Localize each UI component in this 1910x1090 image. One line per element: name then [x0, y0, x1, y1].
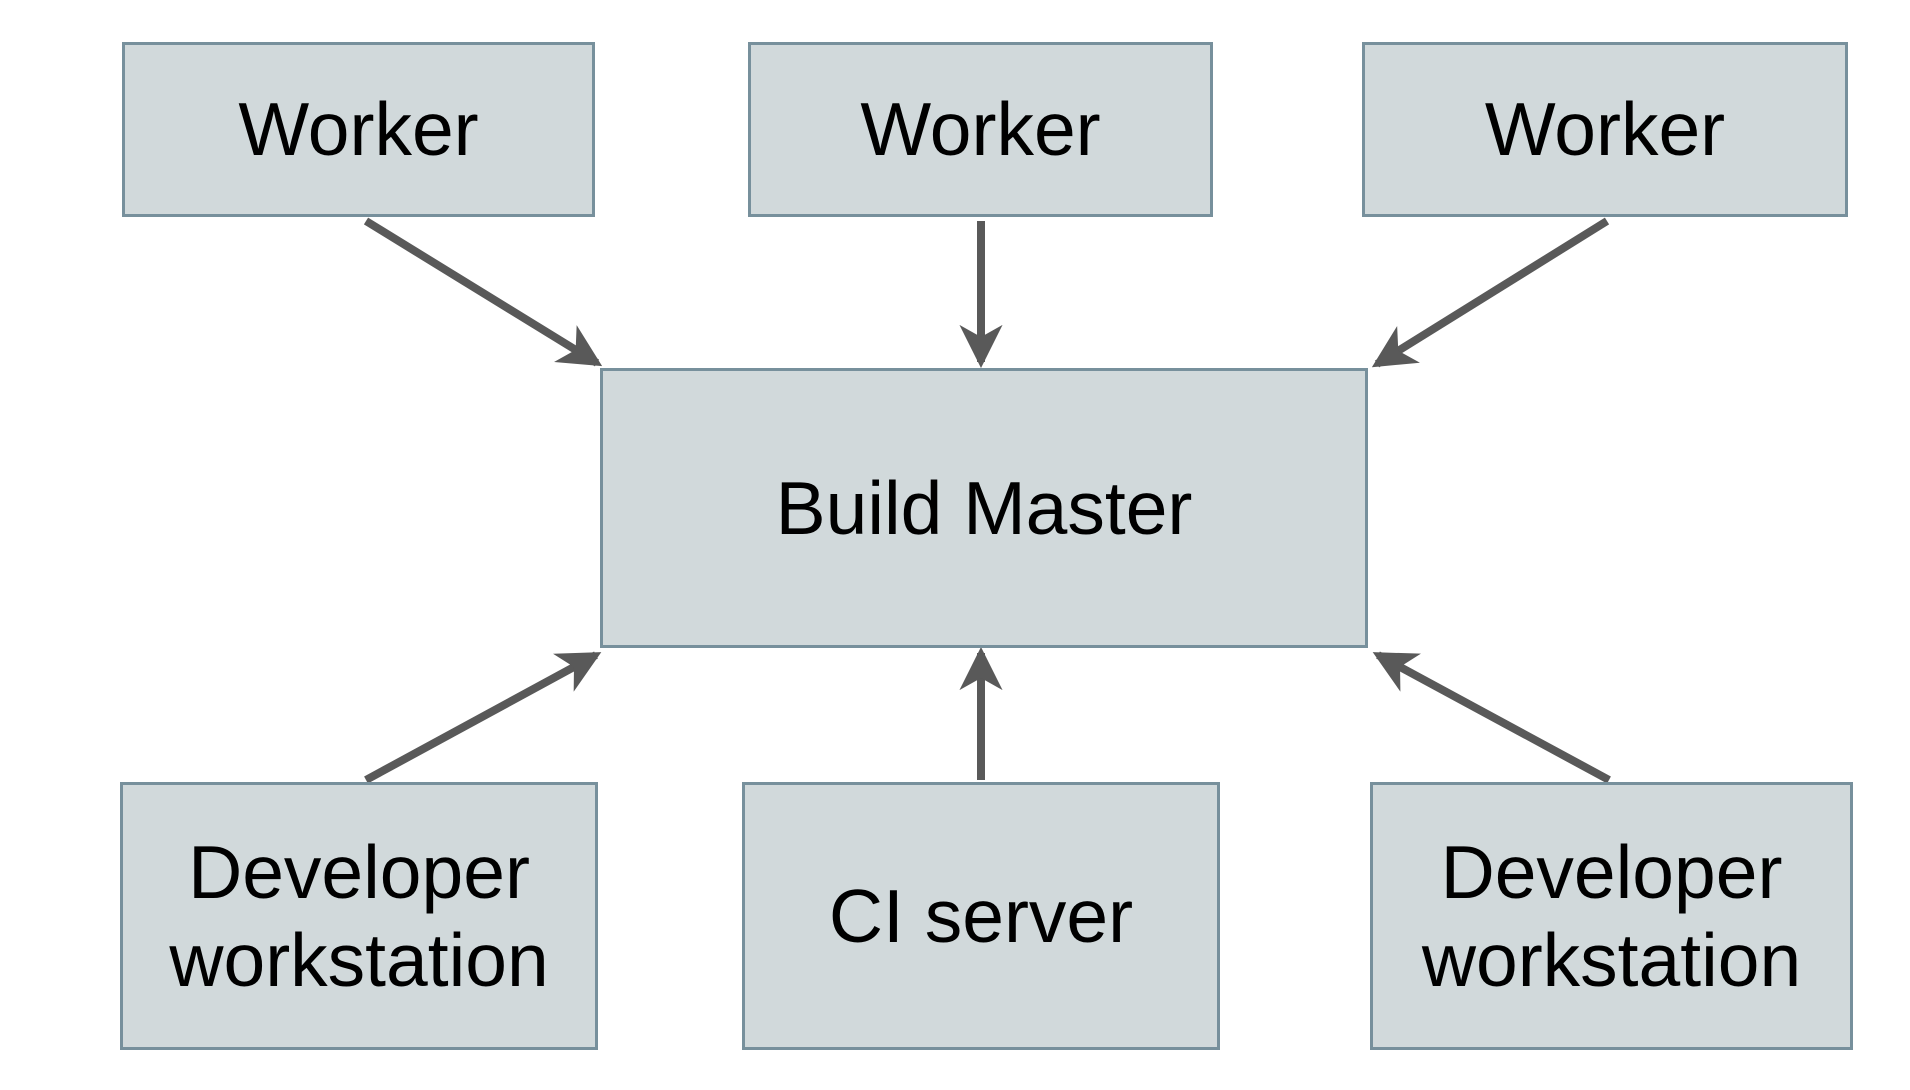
edge-developer-workstation-1-to-build-master-arrow — [364, 651, 602, 784]
edge-worker-1-to-build-master-arrow — [363, 217, 603, 367]
node-developer-workstation-2: Developer workstation — [1370, 782, 1853, 1050]
node-worker-3: Worker — [1362, 42, 1848, 217]
edge-worker-3-to-build-master-arrow — [1371, 217, 1610, 368]
node-label-developer-workstation-1: Developer workstation — [169, 829, 549, 1003]
node-label-ci-server: CI server — [828, 873, 1134, 958]
node-build-master: Build Master — [600, 368, 1368, 648]
node-label-developer-workstation-2: Developer workstation — [1421, 829, 1802, 1003]
node-label-worker-1: Worker — [238, 87, 479, 172]
node-label-build-master: Build Master — [775, 465, 1193, 550]
node-label-worker-2: Worker — [860, 87, 1101, 172]
node-developer-workstation-1: Developer workstation — [120, 782, 598, 1050]
node-worker-2: Worker — [748, 42, 1213, 217]
edge-developer-workstation-2-to-build-master-arrow — [1372, 651, 1611, 784]
node-worker-1: Worker — [122, 42, 595, 217]
node-label-worker-3: Worker — [1484, 87, 1726, 172]
node-ci-server: CI server — [742, 782, 1220, 1050]
